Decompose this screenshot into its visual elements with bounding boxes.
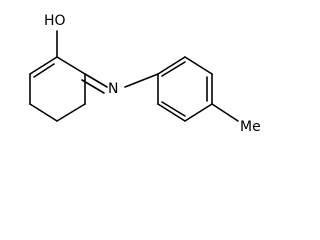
bond-c1-c2-double bbox=[33, 63, 55, 78]
cyclohexene-ring bbox=[29, 56, 86, 122]
bond-ar-inner-3 bbox=[161, 101, 186, 117]
methyl-label: Me bbox=[240, 119, 261, 135]
chemical-structure-diagram: HO N Me bbox=[29, 13, 261, 135]
bond-ar5-ar6 bbox=[157, 103, 186, 122]
bond-n-aryl bbox=[124, 73, 159, 88]
bond-c1-c2 bbox=[29, 56, 58, 75]
benzene-ring bbox=[157, 56, 213, 122]
bond-ar-inner-1 bbox=[161, 61, 186, 77]
imine-double-bond bbox=[81, 73, 108, 94]
bond-ar2-ar3 bbox=[184, 56, 213, 75]
bond-ar1-ar2 bbox=[157, 56, 186, 75]
hydroxyl-label: HO bbox=[44, 13, 66, 29]
bond-c6-n bbox=[84, 73, 108, 88]
imine-nitrogen-label: N bbox=[108, 81, 118, 97]
bond-ar4-methyl bbox=[211, 103, 239, 122]
bond-c3-c4 bbox=[29, 103, 58, 122]
bond-c4-c5 bbox=[56, 103, 86, 122]
bond-c6-c1 bbox=[56, 56, 86, 75]
bond-ar4-ar5 bbox=[184, 103, 213, 122]
bond-c6-n-double bbox=[81, 79, 105, 94]
